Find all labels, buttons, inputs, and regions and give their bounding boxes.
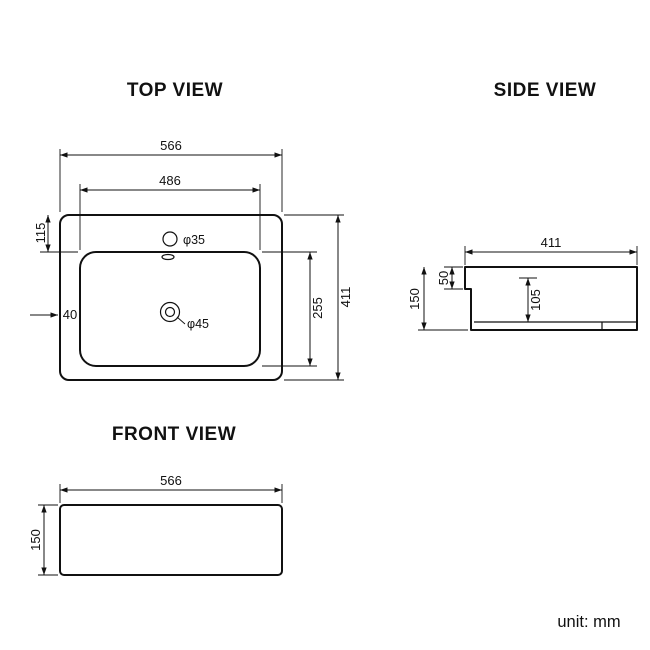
dim-label-411: 411 <box>338 287 353 308</box>
side-view-dim-bowl-depth: 105 <box>519 277 543 322</box>
overflow-slot <box>161 253 175 261</box>
leader-line <box>176 316 186 325</box>
faucet-hole-label: φ35 <box>183 233 205 247</box>
dim-label-566: 566 <box>160 138 182 153</box>
dim-label-150-side: 150 <box>407 288 422 310</box>
side-view: SIDE VIEW 411 50 150 105 <box>407 80 638 331</box>
front-view-dim-overall-width: 566 <box>59 473 283 503</box>
dim-label-50: 50 <box>436 271 451 285</box>
top-view-dim-overall-depth: 411 <box>284 214 353 381</box>
top-view-dim-overall-width: 566 <box>59 138 283 212</box>
dim-label-105: 105 <box>528 289 543 311</box>
front-view: FRONT VIEW 566 150 <box>28 424 283 576</box>
top-view-dim-wall-offset: 40 <box>30 307 77 322</box>
top-view-dim-inner-width: 486 <box>79 173 261 250</box>
side-view-title: SIDE VIEW <box>494 80 597 101</box>
front-view-title: FRONT VIEW <box>112 424 236 445</box>
drain-hole-inner <box>164 306 176 318</box>
basin-front-outline <box>59 504 283 576</box>
drain-hole-outer <box>159 301 181 323</box>
side-view-dim-rim-height: 50 <box>436 266 463 290</box>
front-view-dim-overall-height: 150 <box>28 504 58 576</box>
top-view-title: TOP VIEW <box>127 80 223 101</box>
dim-label-255: 255 <box>310 297 325 319</box>
dim-label-486: 486 <box>159 173 181 188</box>
basin-bowl-outline <box>79 251 261 367</box>
unit-label: unit: mm <box>557 613 620 631</box>
top-view: TOP VIEW 566 486 φ35 φ45 <box>30 80 353 381</box>
basin-side-profile <box>464 266 638 331</box>
dim-label-150-front: 150 <box>28 529 43 551</box>
top-view-dim-inner-depth: 255 <box>262 251 325 367</box>
side-view-dim-overall-depth: 411 <box>464 235 638 265</box>
faucet-hole <box>162 231 178 247</box>
basin-outer-outline <box>59 214 283 381</box>
dim-label-40: 40 <box>63 307 77 322</box>
dim-label-115: 115 <box>33 223 48 244</box>
side-view-dim-overall-height: 150 <box>407 267 468 331</box>
top-view-dim-back-offset: 115 <box>33 215 78 253</box>
drain-hole-label: φ45 <box>187 317 209 331</box>
dim-label-566-front: 566 <box>160 473 182 488</box>
dim-label-411-side: 411 <box>541 235 562 250</box>
